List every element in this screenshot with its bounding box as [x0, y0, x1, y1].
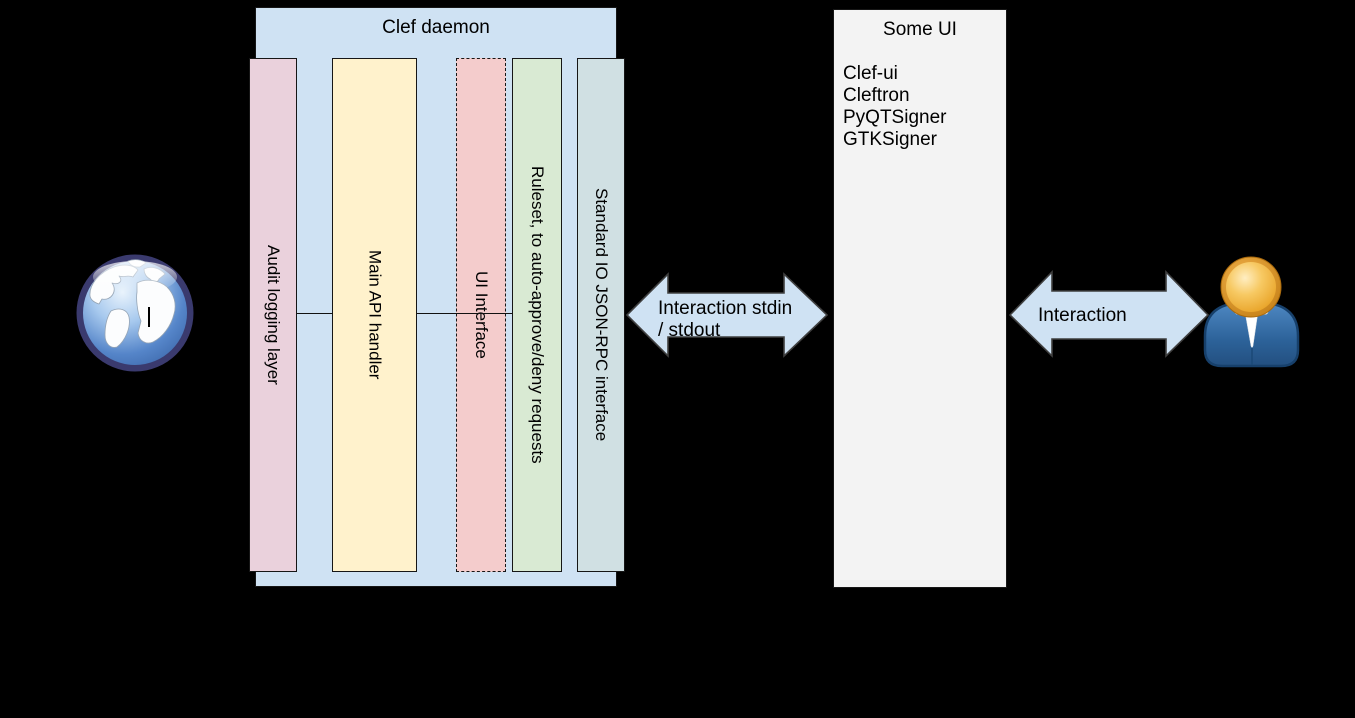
stdio-arrow-label-line1: Interaction stdin: [658, 298, 793, 319]
main-api-handler-bar: Main API handler: [332, 58, 417, 572]
clef-daemon-container: [255, 7, 617, 587]
some-ui-title: Some UI: [883, 19, 957, 40]
user-icon: [1203, 256, 1300, 368]
audit-logging-layer-label: Audit logging layer: [264, 245, 283, 385]
list-item: Clef-ui: [843, 63, 898, 84]
stdio-jsonrpc-label: Standard IO JSON-RPC interface: [592, 188, 611, 442]
connector-api-to-ruleset: [417, 313, 512, 314]
clef-daemon-title: Clef daemon: [382, 17, 490, 38]
connector-audit-to-api: [297, 313, 333, 314]
interaction-arrow-label: Interaction: [1038, 305, 1127, 326]
list-item: Cleftron: [843, 85, 910, 106]
ui-interface-label: UI Interface: [472, 271, 491, 359]
some-ui-box: [833, 9, 1007, 588]
globe-connector-tick: [148, 307, 150, 327]
main-api-handler-label: Main API handler: [365, 250, 385, 380]
globe-icon: [76, 254, 194, 372]
some-ui-list: Clef-ui Cleftron PyQTSigner GTKSigner: [843, 63, 946, 151]
stdio-arrow-label-line2: / stdout: [658, 320, 721, 341]
stdio-jsonrpc-bar: Standard IO JSON-RPC interface: [577, 58, 625, 572]
ui-interface-bar: UI Interface: [456, 58, 506, 572]
list-item: PyQTSigner: [843, 107, 947, 128]
ruleset-bar: Ruleset, to auto-approve/deny requests: [512, 58, 562, 572]
stdio-arrow-label: Interaction stdin / stdout: [658, 298, 792, 342]
audit-logging-layer-bar: Audit logging layer: [249, 58, 297, 572]
ruleset-label: Ruleset, to auto-approve/deny requests: [528, 166, 547, 464]
list-item: GTKSigner: [843, 129, 937, 150]
